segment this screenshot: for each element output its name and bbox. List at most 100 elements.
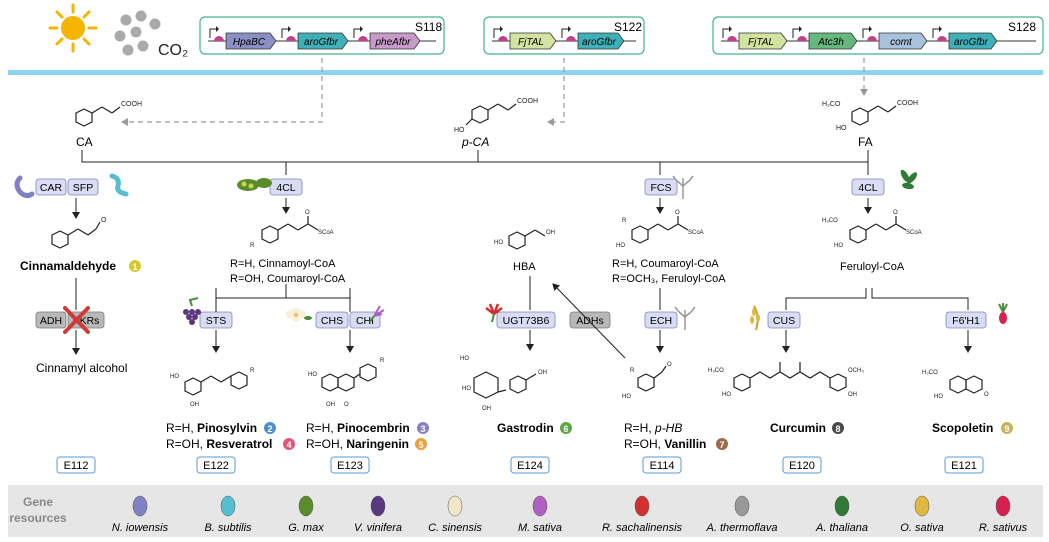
svg-text:HO: HO [454,127,465,134]
svg-text:R=OH, Vanillin: R=OH, Vanillin [624,437,706,451]
gene-cassette: Atc3h [792,26,858,50]
enzyme-label: 4CL [276,182,295,194]
b-subtilis-icon [220,495,236,517]
svg-text:3: 3 [420,424,425,434]
organism-3: V. vinifera [354,495,402,534]
enzyme-adhs: ADHs [569,311,611,329]
svg-text:COOH: COOH [897,100,918,107]
gene-cassette: FjTAL [722,26,788,50]
gene-label: FjTAL [748,37,774,48]
gene-resources-panel [8,485,1043,537]
svg-text:R: R [630,368,635,374]
strain-label-box: E121 [944,456,984,474]
svg-text:HO: HO [836,125,847,132]
svg-text:R: R [250,368,255,374]
enzyme-label: CHS [321,315,343,327]
organism-name: R. sativus [979,522,1028,534]
enzyme-ech: ECH [644,311,678,329]
svg-text:9: 9 [1004,424,1009,434]
product-badge [415,438,427,450]
pca-structure: COOH HO [454,98,538,134]
connectors-row2 [75,276,969,312]
gene-label: FjTAL [518,37,544,48]
svg-text:COOH: COOH [121,101,142,108]
organism-name: V. vinifera [354,522,402,534]
strain-label: E123 [337,460,363,472]
ca-structure: COOH [75,101,142,127]
strain-label: E124 [517,460,543,472]
arabidopsis-icon [834,495,850,517]
svg-text:5: 5 [418,440,423,450]
gene-resources-subtitle: resources [9,511,67,525]
strain-name: S128 [1008,20,1036,34]
organism-9: O. sativa [900,495,944,534]
organism-name: A. thaliana [815,522,868,534]
gene-label: comt [890,37,913,48]
svg-text:O: O [667,362,672,368]
svg-text:OH: OH [848,392,857,398]
product-badge [560,422,572,434]
svg-text:H₃CO: H₃CO [708,368,724,374]
gene-resources-title: Gene [23,495,53,509]
svg-text:R: R [622,218,627,224]
organism-7: A. thermoflava [706,495,777,534]
gene-cassette: aroGfbr [281,26,349,50]
svg-text:OH: OH [190,402,199,408]
enzyme-label: UGT73B6 [503,315,550,327]
organism-6: R. sachalinensis [602,495,683,534]
svg-text:7: 7 [719,440,724,450]
strain-label-box: E120 [782,456,822,474]
n-iowensis-icon [132,495,148,517]
mid-coa-line-2: R=OCH₃, Feruloyl-CoA [612,273,726,285]
svg-text:Gastrodin: Gastrodin [497,421,554,435]
cinnamaldehyde-label: Cinnamaldehyde [20,259,116,273]
radish-icon [995,495,1011,517]
enzyme-label: CHI [356,315,374,327]
left-coa-structure: O SCoA R [250,210,334,249]
svg-text:COOH: COOH [517,98,538,105]
left-coa-line-1: R=H, Cinnamoyl-CoA [230,258,336,270]
organism-2: G. max [288,495,324,534]
svg-text:R=H, Pinocembrin: R=H, Pinocembrin [306,421,410,435]
enzyme-label: F6'H1 [952,315,980,327]
svg-text:HO: HO [494,240,503,246]
enzyme-f6h1: F6'H1 [945,311,987,329]
organism-0: N. iowensis [112,495,169,534]
mid-coa-line-1: R=H, Coumaroyl-CoA [612,258,719,270]
dashed-arrows [121,58,868,126]
svg-text:O: O [305,210,310,216]
strain-label-box: E122 [196,456,236,474]
gene-cassette: HpaBC [209,26,277,50]
enzyme-adh: ADH [35,311,67,329]
product-badge [283,438,295,450]
enzyme-chs: CHS [315,311,349,329]
n-iowensis-icon [14,175,35,199]
svg-text:6: 6 [563,424,568,434]
organism-name: C. sinensis [428,522,482,534]
svg-text:H₃CO: H₃CO [822,218,838,224]
cinnamyl-alcohol-label: Cinnamyl alcohol [36,361,127,375]
svg-text:HO: HO [934,394,943,400]
actinomycete-icon [734,495,750,517]
strain-label: E120 [789,460,815,472]
svg-text:H₃CO: H₃CO [822,101,841,108]
svg-text:OH: OH [546,230,555,236]
product-badge [832,422,844,434]
enzyme-label: STS [206,315,226,327]
alfalfa-flower-icon [369,305,385,323]
enzyme-label: ECH [650,315,672,327]
gene-label: aroGfbr [582,37,617,48]
svg-text:2: 2 [267,424,272,434]
hba-structure: OH HO [494,229,555,250]
enzyme-label: CAR [40,182,63,194]
enzyme-car: CAR [35,178,67,196]
rhodiola-flower-icon [634,495,650,517]
gene-cassette: aroGfbr [561,26,625,50]
b-subtilis-icon [109,173,129,197]
enzyme-fcs: FCS [644,178,678,196]
svg-text:R=OH, Resveratrol: R=OH, Resveratrol [166,437,272,451]
svg-text:R=H, p-HB: R=H, p-HB [624,421,682,435]
svg-text:SCoA: SCoA [318,230,334,236]
